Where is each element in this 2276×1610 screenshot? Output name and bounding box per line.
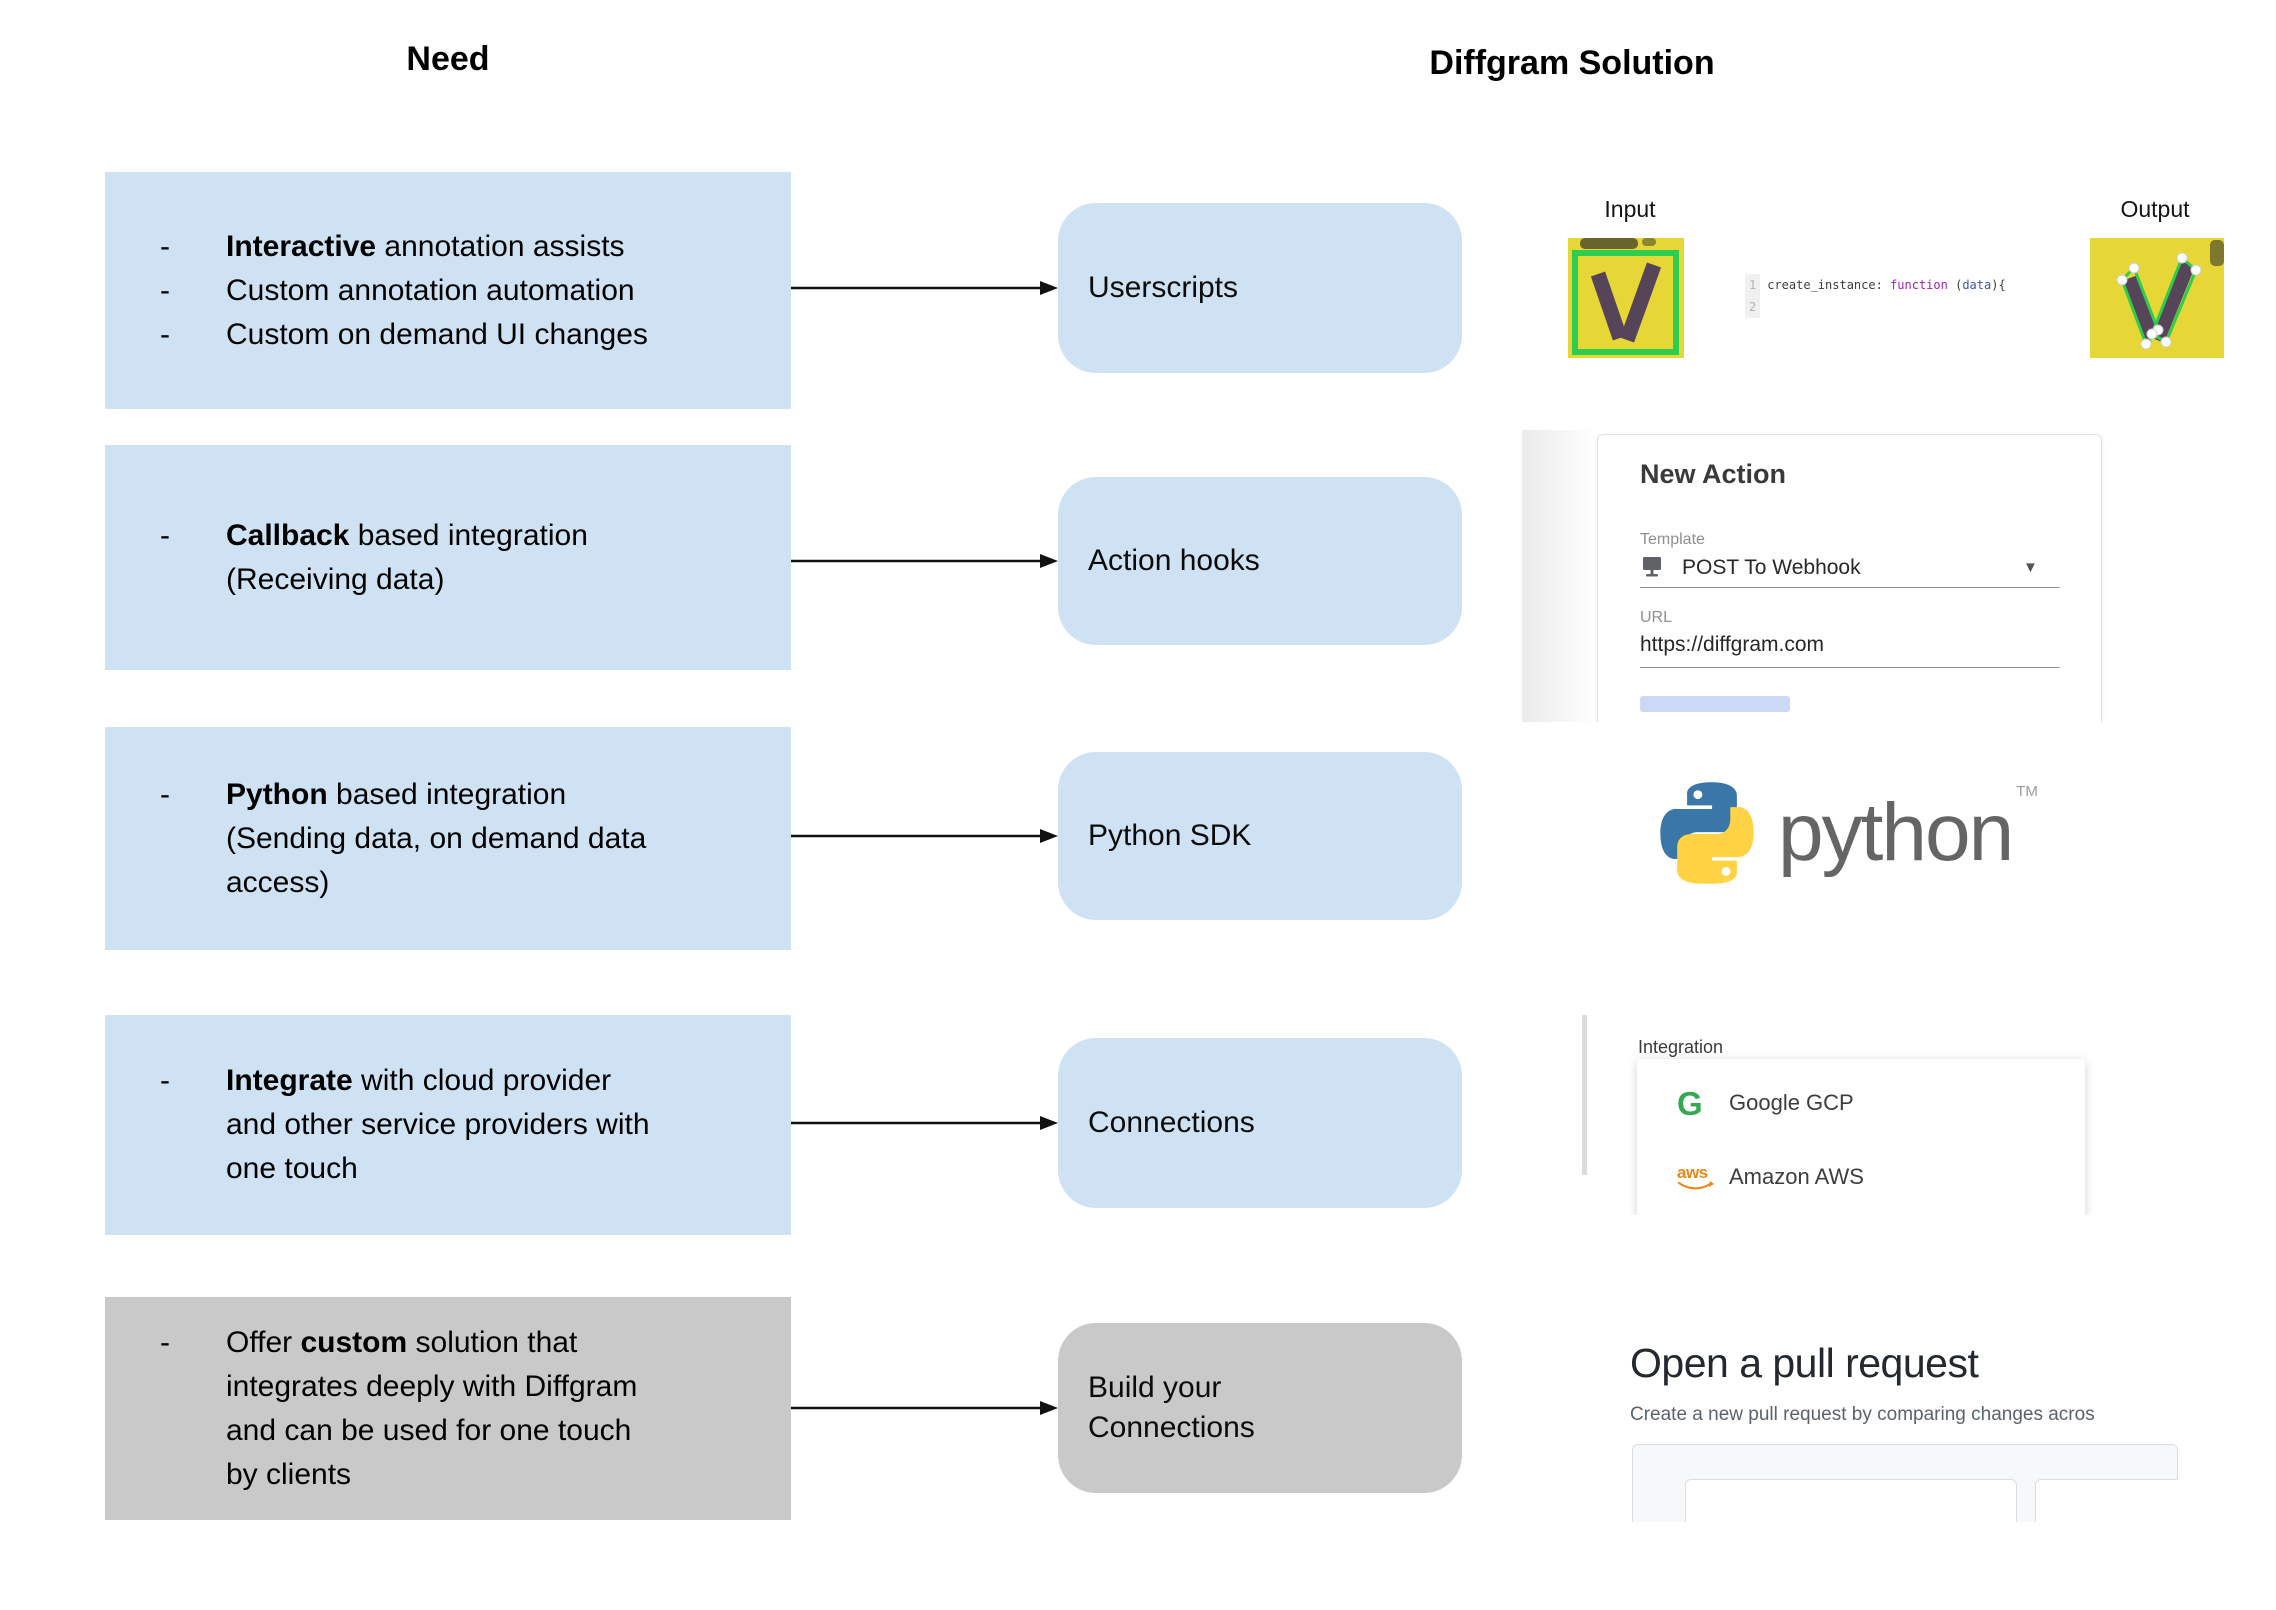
bullet-dash: - [160, 1325, 170, 1359]
url-label: URL [1640, 609, 1673, 626]
pull-request-subtitle: Create a new pull request by comparing c… [1630, 1404, 2095, 1425]
solution-box-connections: Connections [1058, 1038, 1462, 1208]
bullet-dash: - [160, 317, 170, 351]
url-field-value[interactable]: https://diffgram.com [1640, 633, 1825, 656]
solution-label-line2: Connections [1088, 1411, 1255, 1444]
dropdown-caret-icon[interactable]: ▼ [2023, 559, 2038, 576]
google-gcp-icon: G [1677, 1084, 1703, 1122]
code-line-number: 2 [1749, 300, 1757, 314]
pull-request-illustration: Open a pull request Create a new pull re… [1630, 1338, 2178, 1522]
bullet-item: - Callback based integration (Receiving … [160, 514, 777, 602]
trademark-label: TM [2016, 783, 2038, 800]
code-line: create_instance: function (data){ [1767, 278, 2006, 292]
solution-box-userscripts: Userscripts [1058, 203, 1462, 373]
solution-box-python-sdk: Python SDK [1058, 752, 1462, 920]
bullet-dash: - [160, 229, 170, 263]
template-select-value[interactable]: POST To Webhook [1682, 556, 1861, 579]
arrow-build-your-connections [791, 1401, 1058, 1415]
webhook-template-icon [1643, 557, 1661, 577]
python-logo: python TM [1660, 765, 2140, 900]
solution-label: Userscripts [1088, 271, 1239, 304]
bullet-item: - Interactive annotation assists [160, 225, 777, 269]
solution-box-action-hooks: Action hooks [1058, 477, 1462, 645]
solution-label: Build your [1088, 1371, 1222, 1404]
bullet-dash: - [160, 518, 170, 552]
solution-box-build-your-connections: Build your Connections [1058, 1323, 1462, 1493]
panel-edge-line [1582, 1015, 1587, 1175]
field-underline [1640, 667, 2060, 668]
userscript-code-snippet: 1 2 create_instance: function (data){ [1745, 274, 2006, 318]
need-box-connections: - Integrate with cloud provider and othe… [105, 1015, 791, 1235]
arrow-python-sdk [791, 829, 1058, 843]
solution-label: Action hooks [1088, 544, 1260, 577]
integration-dropdown-card: G Google GCP aws Amazon AWS [1637, 1059, 2085, 1215]
integration-label: Integration [1638, 1037, 1724, 1057]
userscripts-illustration: Input 1 2 create_instance: function (dat… [1540, 190, 2240, 380]
need-box-python-sdk: - Python based integration (Sending data… [105, 727, 791, 950]
branch-compare-bar [1632, 1444, 2178, 1522]
python-wordmark: python [1778, 786, 2014, 878]
arrow-connections [791, 1116, 1058, 1130]
template-label: Template [1640, 531, 1705, 548]
diffgram-solution-column-title: Diffgram Solution [1429, 44, 1715, 82]
panel-gradient [1522, 430, 1597, 722]
bullet-dash: - [160, 1064, 170, 1097]
input-image [1568, 238, 1684, 358]
new-action-title: New Action [1640, 459, 1787, 489]
solution-label: Connections [1088, 1106, 1255, 1139]
bullet-item: - Custom annotation automation [160, 269, 777, 313]
bullet-dash: - [160, 777, 170, 811]
arrow-action-hooks [791, 554, 1058, 568]
bullet-item: - Custom on demand UI changes [160, 313, 777, 357]
output-label: Output [2120, 196, 2190, 222]
arrow-userscripts [791, 281, 1058, 295]
output-image [2090, 238, 2224, 358]
bullet-item: - Python based integration (Sending data… [160, 773, 777, 905]
bullet-item: - Integrate with cloud provider and othe… [160, 1059, 777, 1191]
integration-option-aws[interactable]: aws Amazon AWS [1677, 1162, 1864, 1191]
need-box-build-your-connections: - Offer custom solution that integrates … [105, 1297, 791, 1520]
amazon-aws-icon: aws [1677, 1164, 1729, 1191]
solution-label: Python SDK [1088, 819, 1252, 852]
bullet-item: - Offer custom solution that integrates … [160, 1321, 777, 1497]
need-box-action-hooks: - Callback based integration (Receiving … [105, 445, 791, 670]
python-logo-icon [1660, 781, 1754, 884]
base-branch-selector[interactable] [1685, 1479, 2017, 1522]
need-column-title: Need [406, 40, 490, 78]
clipped-link-text [1640, 696, 1790, 712]
need-box-userscripts: - Interactive annotation assists - Custo… [105, 172, 791, 409]
new-action-card: New Action Template POST To Webhook ▼ UR… [1597, 434, 2102, 722]
pull-request-title: Open a pull request [1630, 1340, 1979, 1386]
code-line-number: 1 [1749, 278, 1757, 292]
aws-smile-icon [1678, 1180, 1714, 1189]
bullet-dash: - [160, 273, 170, 307]
compare-branch-selector[interactable] [2035, 1479, 2178, 1522]
input-label: Input [1604, 196, 1656, 222]
integration-option-google[interactable]: G Google GCP [1677, 1084, 1854, 1122]
connections-illustration: Integration G Google GCP aws Amazon AWS [1580, 1015, 2140, 1215]
action-hooks-illustration: New Action Template POST To Webhook ▼ UR… [1522, 430, 2182, 722]
field-underline [1640, 587, 2060, 588]
